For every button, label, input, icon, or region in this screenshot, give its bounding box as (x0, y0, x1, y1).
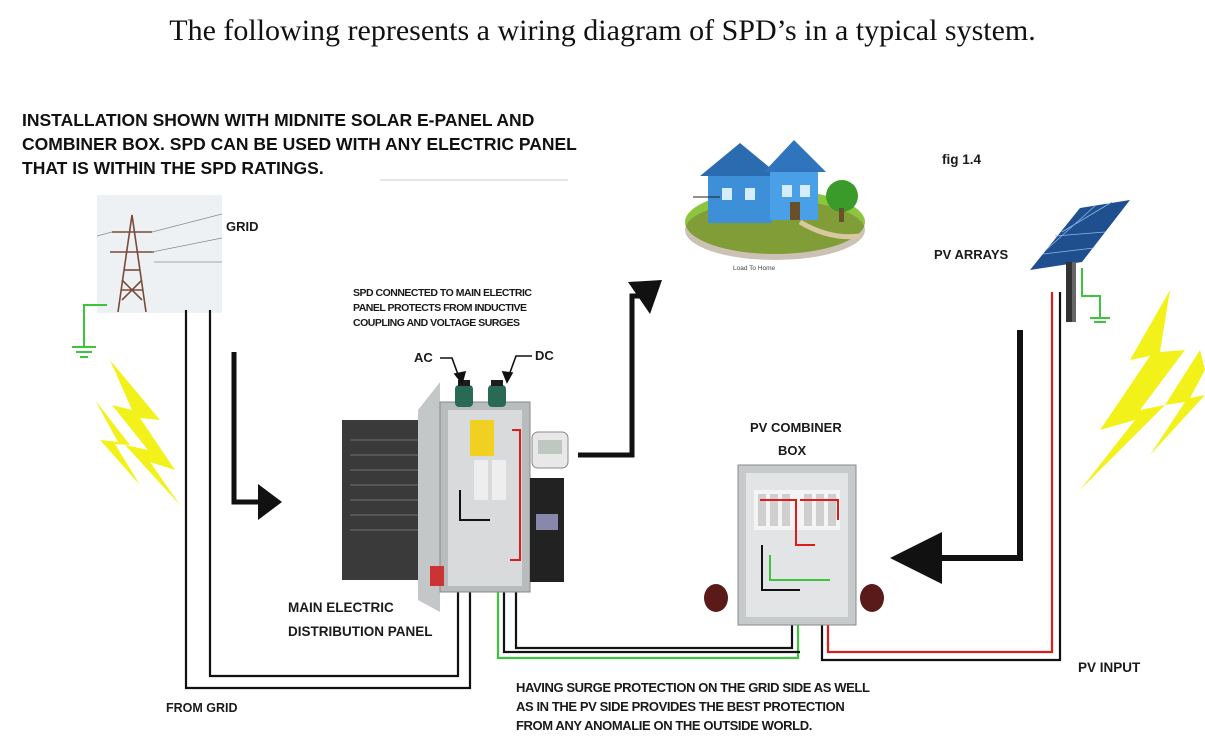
pv-arrays-label: PV ARRAYS (934, 247, 1009, 262)
bottom-note-line: AS IN THE PV SIDE PROVIDES THE BEST PROT… (516, 699, 844, 714)
grid-label: GRID (226, 219, 259, 234)
solar-panel-icon (1030, 200, 1130, 322)
fig-label: fig 1.4 (942, 152, 982, 167)
pv-input-label: PV INPUT (1078, 660, 1141, 675)
main-panel-label: DISTRIBUTION PANEL (288, 624, 433, 639)
grid-to-panel-arrow-icon (231, 352, 282, 520)
main-panel-label: MAIN ELECTRIC (288, 600, 394, 615)
bottom-note-line: HAVING SURGE PROTECTION ON THE GRID SIDE… (516, 680, 870, 695)
lightning-bolt-icon (1080, 290, 1205, 490)
bottom-note-line: FROM ANY ANOMALIE ON THE OUTSIDE WORLD. (516, 718, 812, 733)
spd-note-line: PANEL PROTECTS FROM INDUCTIVE (353, 302, 527, 314)
ac-spd-device-icon (455, 380, 473, 407)
load-to-home-label: Load To Home (733, 265, 776, 272)
page-title: The following represents a wiring diagra… (169, 14, 1036, 47)
spd-note-line: SPD CONNECTED TO MAIN ELECTRIC (353, 287, 532, 299)
main-electric-panel (342, 382, 569, 612)
house-icon (685, 140, 865, 260)
pv-combiner-label: BOX (778, 443, 807, 458)
dc-label: DC (535, 348, 554, 363)
pv-input-wires (820, 292, 1062, 662)
spd-pointer-lines (440, 355, 532, 385)
spd-note-line: COUPLING AND VOLTAGE SURGES (353, 317, 520, 329)
panel-to-home-arrow-icon (578, 280, 662, 458)
grid-tower-icon (96, 195, 223, 313)
pv-combiner-label: PV COMBINER (750, 420, 842, 435)
pv-to-combiner-arrow-icon (890, 330, 1023, 584)
installation-note-line: THAT IS WITHIN THE SPD RATINGS. (22, 158, 324, 178)
pv-combiner-box (704, 464, 884, 626)
from-grid-label: FROM GRID (166, 701, 238, 715)
installation-note: INSTALLATION SHOWN WITH MIDNITE SOLAR E-… (22, 108, 722, 180)
ground-symbol-icon (72, 304, 107, 358)
installation-note-line: COMBINER BOX. SPD CAN BE USED WITH ANY E… (22, 134, 577, 154)
grid-feed-wires (184, 310, 472, 690)
lightning-bolt-icon (95, 360, 180, 505)
ac-label: AC (414, 350, 433, 365)
dc-spd-device-icon (488, 380, 506, 407)
ground-symbol-icon (1081, 268, 1110, 323)
installation-note-line: INSTALLATION SHOWN WITH MIDNITE SOLAR E-… (22, 110, 535, 130)
